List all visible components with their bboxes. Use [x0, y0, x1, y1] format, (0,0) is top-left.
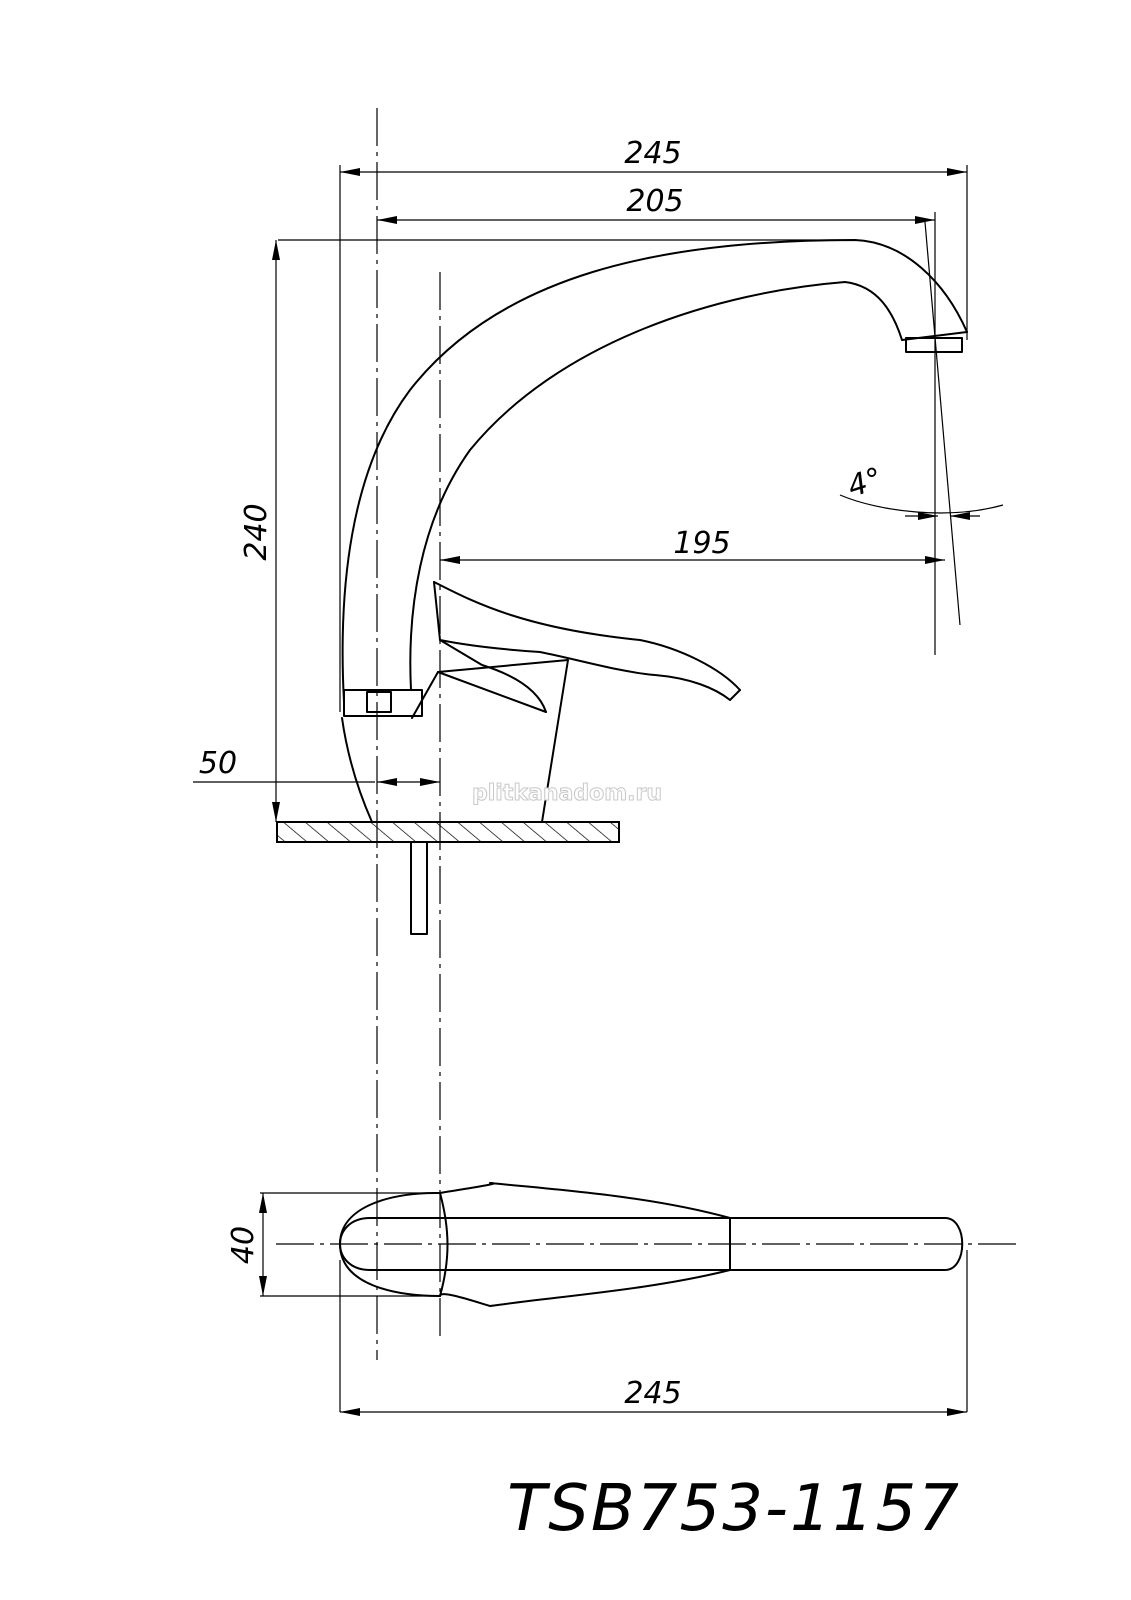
dim-outlet-to-axis: 195 — [673, 526, 730, 561]
dimension-lines — [259, 168, 980, 1416]
faucet-plan-view — [339, 1182, 964, 1307]
extension-lines — [193, 165, 1004, 1412]
dim-plan-width: 40 — [226, 1226, 261, 1264]
center-lines — [276, 108, 1020, 1360]
dim-base-offset: 50 — [199, 746, 237, 781]
dim-overall-width-top: 245 — [624, 136, 681, 171]
model-code: TSB753-1157 — [507, 1472, 961, 1546]
dim-overall-width-plan: 245 — [624, 1376, 681, 1411]
faucet-side-view — [276, 239, 968, 935]
dim-total-height: 240 — [239, 503, 274, 560]
watermark: plitkanadom.ru — [472, 781, 662, 806]
dim-spout-reach: 205 — [626, 184, 683, 219]
